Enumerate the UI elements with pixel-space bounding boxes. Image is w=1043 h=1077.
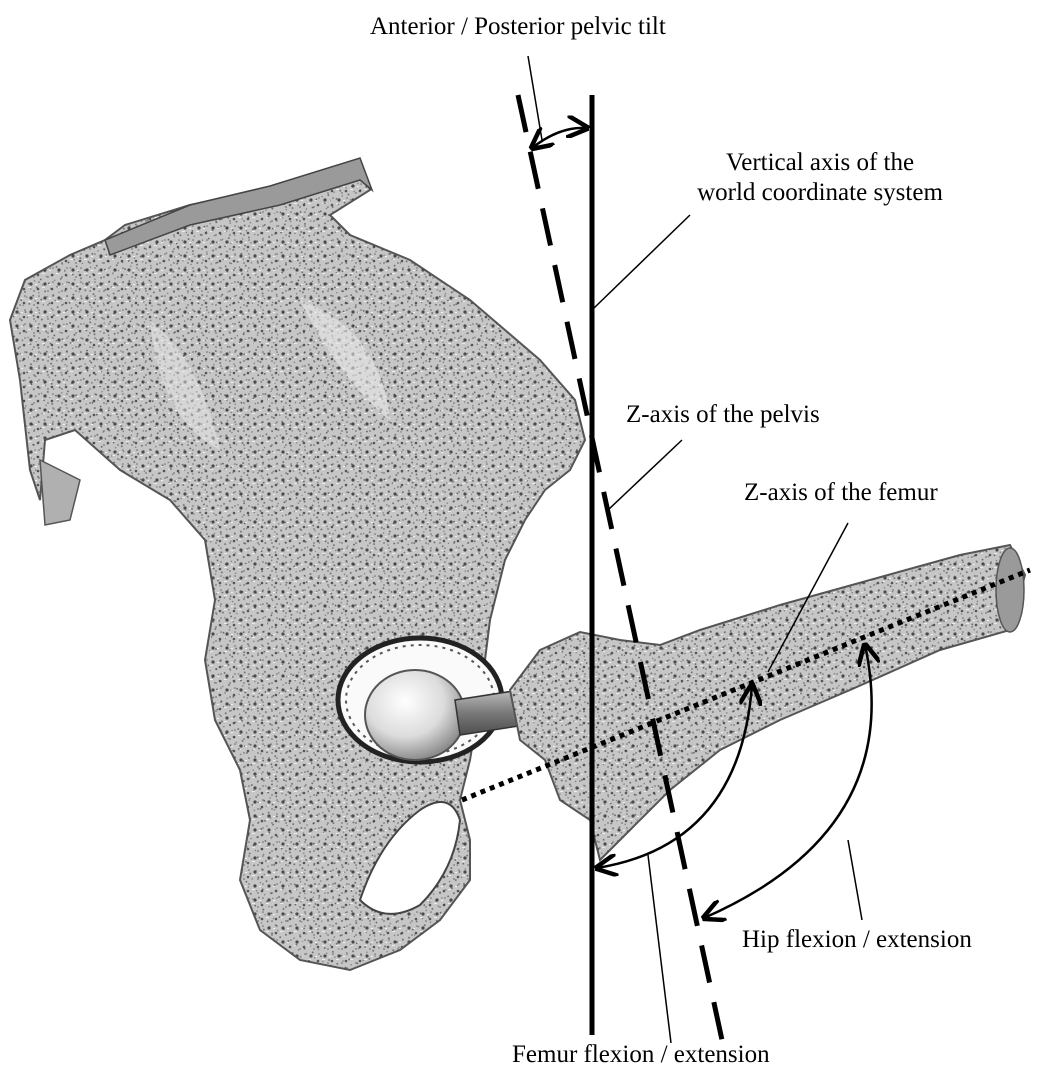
femur-flexion-label: Femur flexion / extension — [512, 1040, 770, 1070]
hip-implant — [338, 638, 525, 762]
pelvis-z-axis-line — [518, 95, 722, 1040]
vertical-axis-leader — [594, 215, 690, 308]
vertical-axis-label-line1: Vertical axis of the — [655, 148, 985, 178]
femur-bone — [510, 545, 1025, 860]
hip-flexion-label: Hip flexion / extension — [742, 925, 972, 955]
femoral-ball — [365, 670, 465, 760]
vertical-axis-label: Vertical axis of the world coordinate sy… — [655, 148, 985, 208]
pelvis-z-axis-leader — [608, 440, 682, 510]
pelvic-tilt-label: Anterior / Posterior pelvic tilt — [370, 12, 666, 42]
hip-flexion-leader — [848, 840, 862, 920]
vertical-axis-label-line2: world coordinate system — [655, 178, 985, 208]
pelvis-z-axis-label: Z-axis of the pelvis — [626, 400, 820, 430]
pelvic-tilt-leader — [528, 56, 542, 140]
femur-flexion-leader — [648, 855, 671, 1043]
pelvis-bone — [10, 158, 585, 970]
femur-z-axis-label: Z-axis of the femur — [744, 478, 938, 508]
